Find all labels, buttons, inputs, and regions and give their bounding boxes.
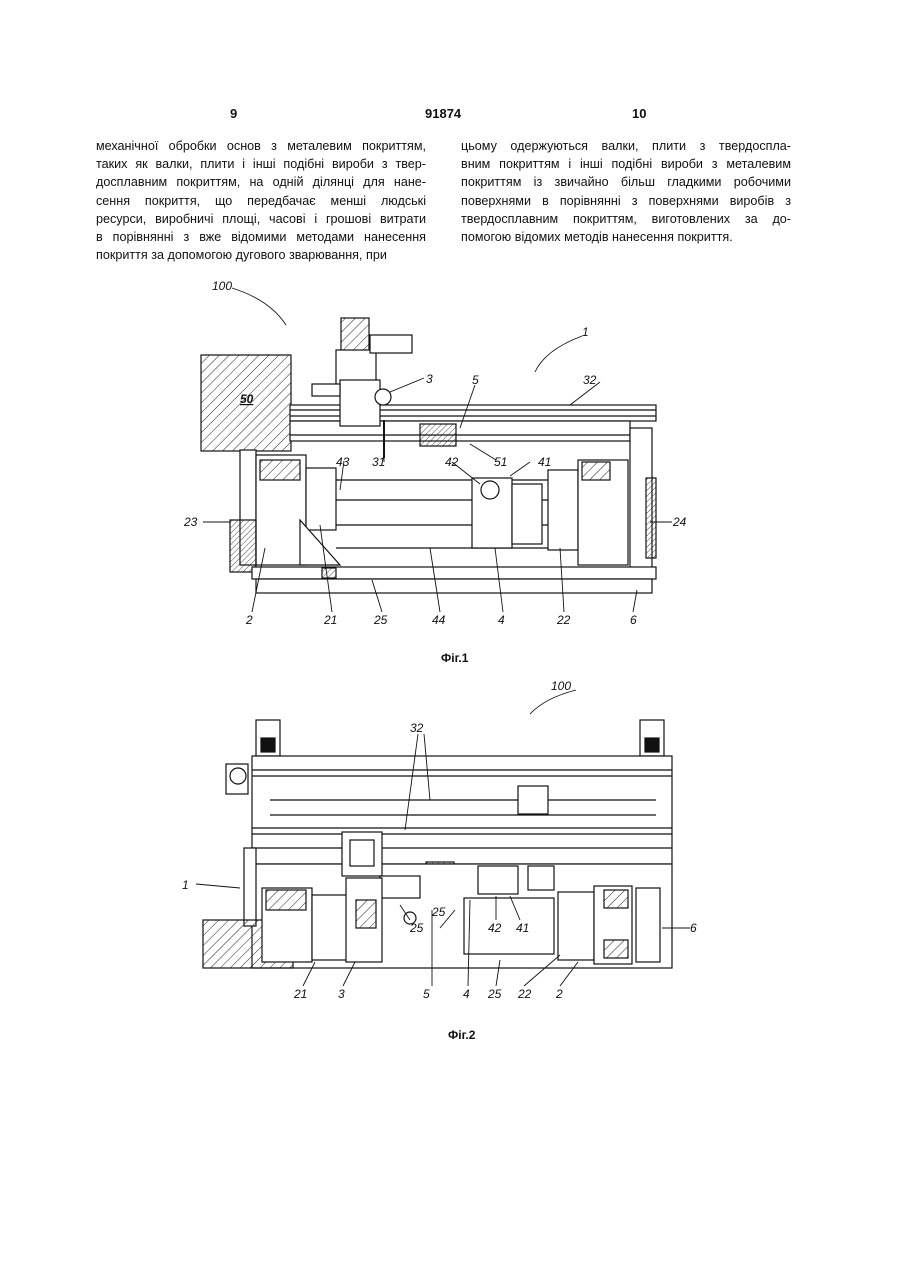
label-25: 25 — [487, 987, 502, 1001]
label-41: 41 — [516, 921, 529, 935]
label-25: 25 — [409, 921, 424, 935]
figure-1-caption: Фіг.1 — [441, 651, 468, 665]
label-2: 2 — [555, 987, 563, 1001]
label-2: 2 — [245, 613, 253, 627]
label-25: 25 — [431, 905, 446, 919]
label-5: 5 — [472, 373, 479, 387]
label-22: 22 — [556, 613, 571, 627]
label-50: 50 — [240, 392, 254, 406]
label-44: 44 — [432, 613, 446, 627]
label-23: 23 — [183, 515, 198, 529]
label-51: 51 — [494, 455, 507, 469]
label-32: 32 — [410, 721, 424, 735]
label-24: 24 — [672, 515, 687, 529]
label-6: 6 — [630, 613, 637, 627]
figure-2-caption: Фіг.2 — [448, 1028, 475, 1042]
label-42: 42 — [445, 455, 459, 469]
label-21: 21 — [323, 613, 337, 627]
label-43: 43 — [336, 455, 350, 469]
label-5: 5 — [423, 987, 430, 1001]
label-31: 31 — [372, 455, 385, 469]
label-25: 25 — [373, 613, 388, 627]
label-1: 1 — [182, 878, 189, 892]
label-3: 3 — [426, 372, 433, 386]
label-100: 100 — [551, 679, 571, 693]
label-42: 42 — [488, 921, 502, 935]
label-32: 32 — [583, 373, 597, 387]
label-6: 6 — [690, 921, 697, 935]
label-4: 4 — [498, 613, 505, 627]
label-100: 100 — [212, 279, 232, 293]
label-3: 3 — [338, 987, 345, 1001]
label-21: 21 — [293, 987, 307, 1001]
label-22: 22 — [517, 987, 532, 1001]
figure-2-drawing — [203, 720, 672, 968]
label-1: 1 — [582, 325, 589, 339]
label-4: 4 — [463, 987, 470, 1001]
label-41: 41 — [538, 455, 551, 469]
figure-1-drawing — [201, 318, 656, 593]
